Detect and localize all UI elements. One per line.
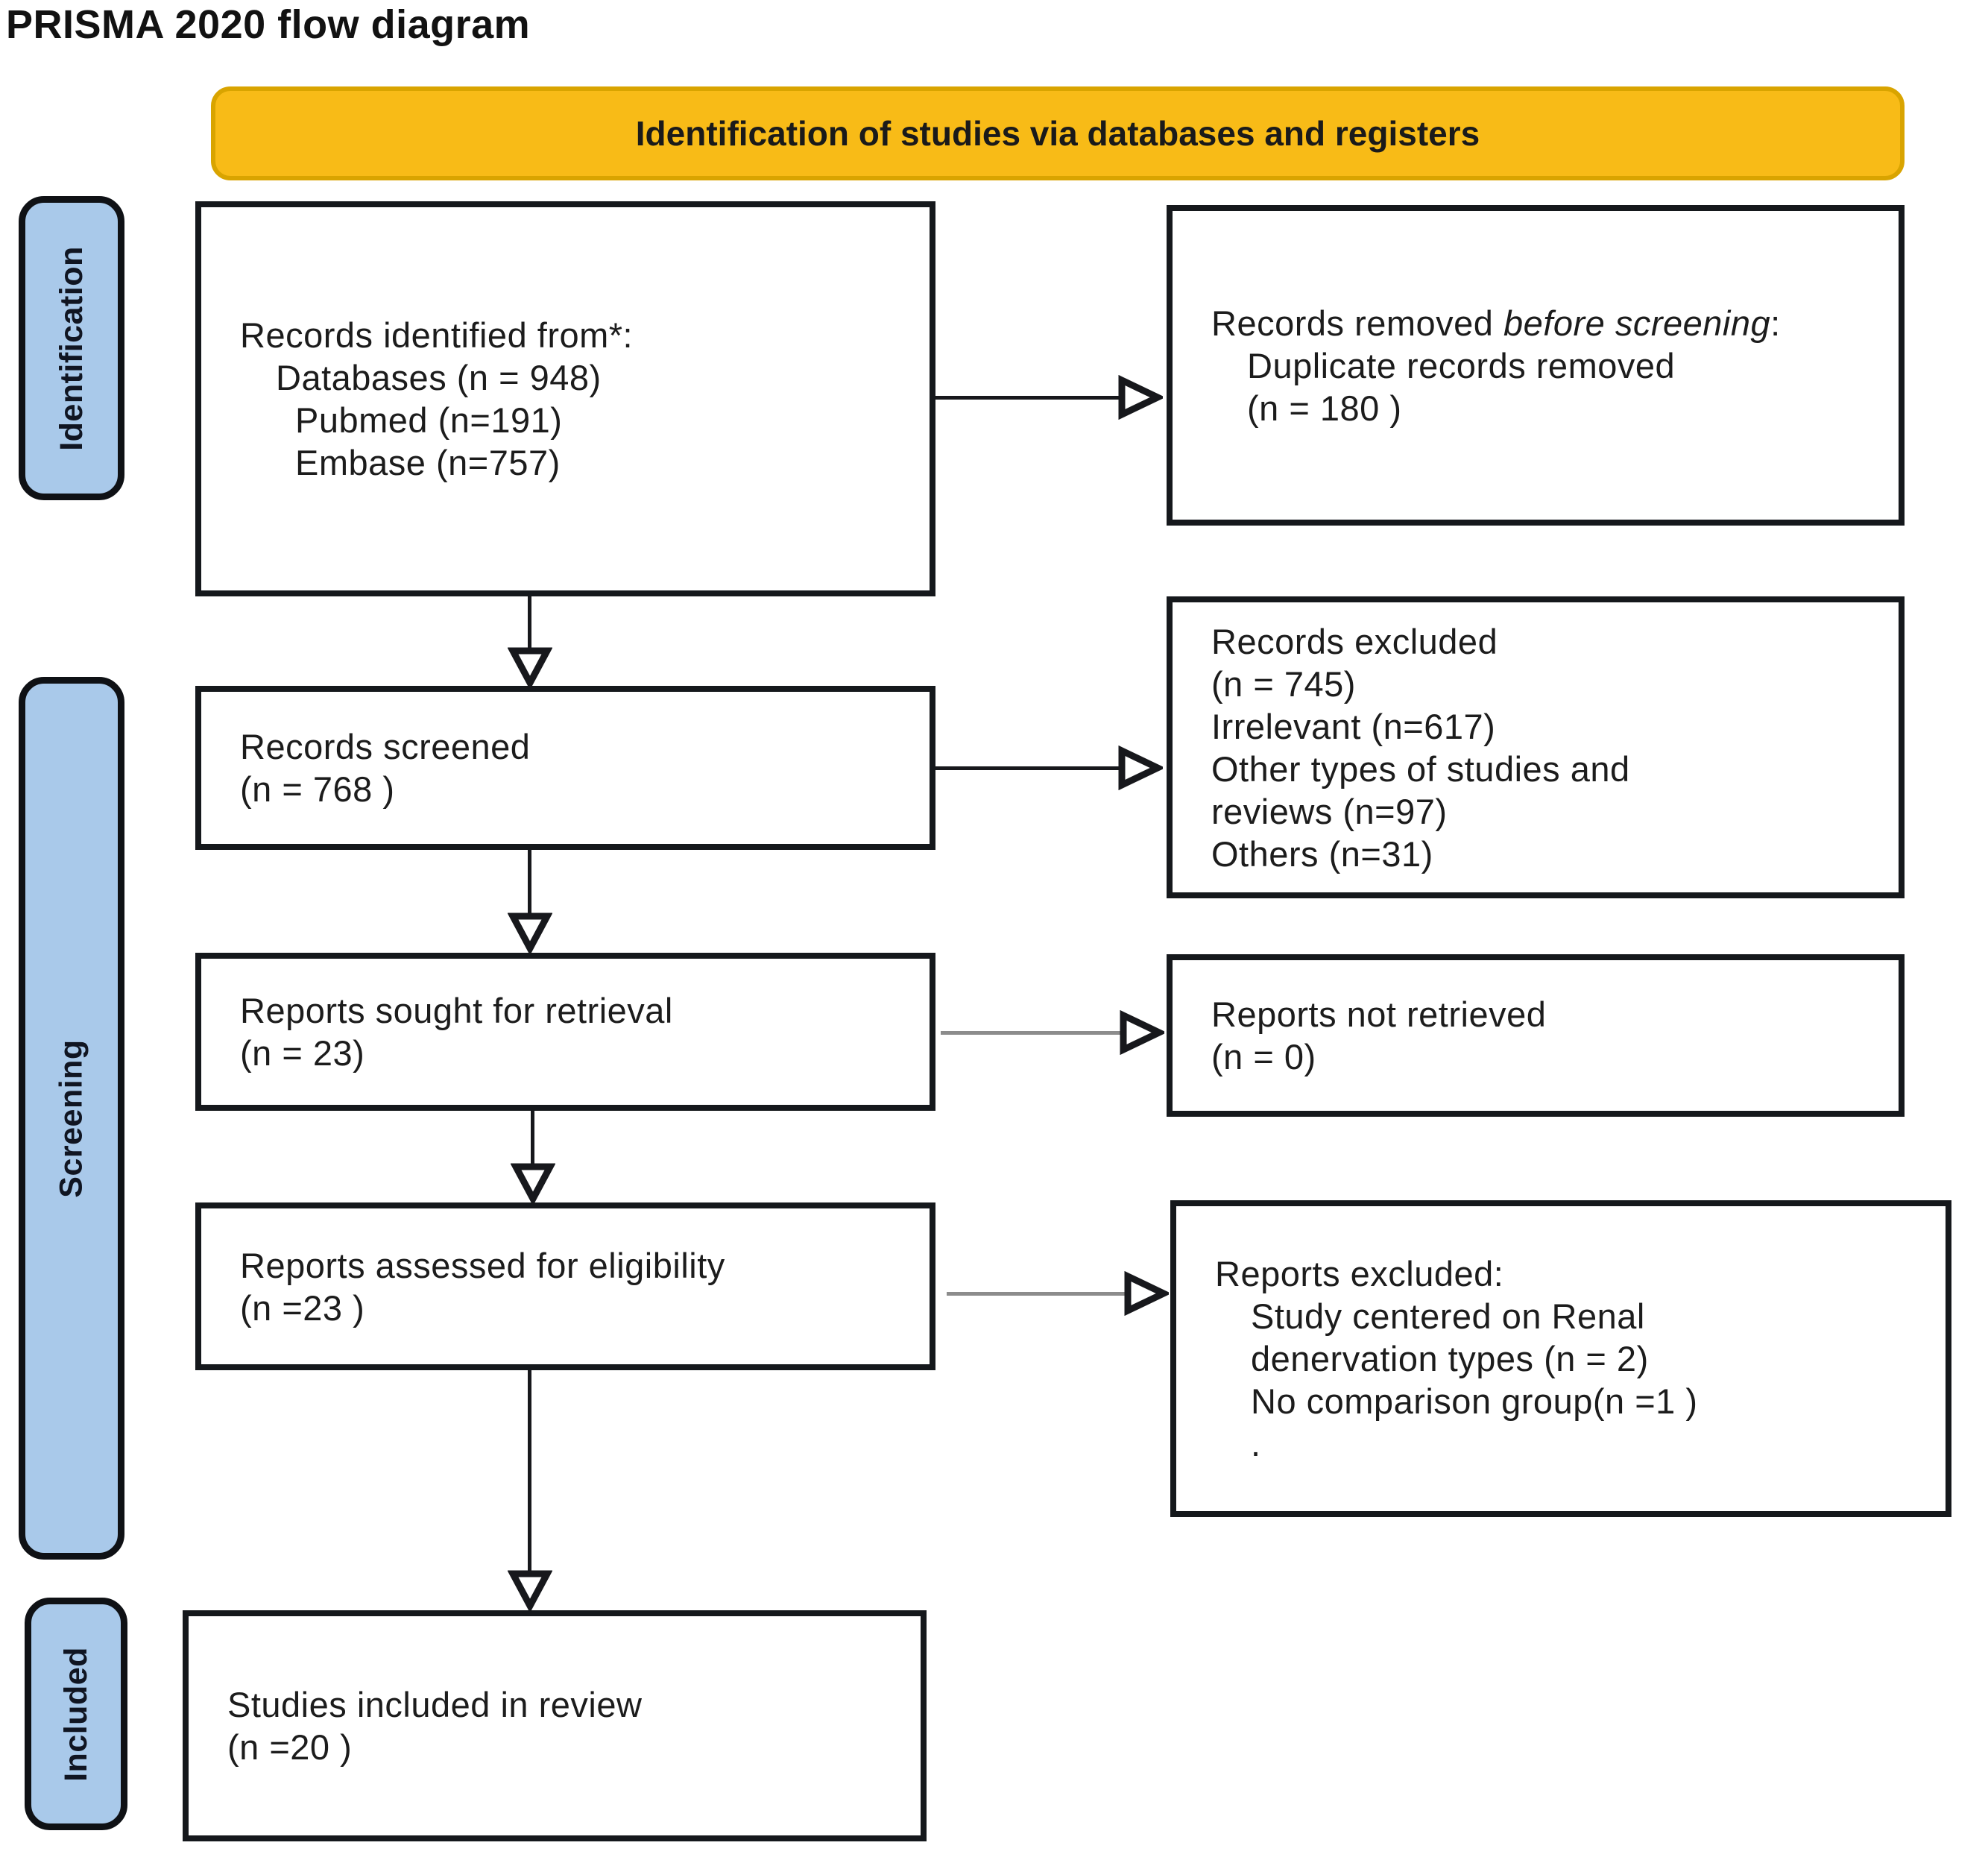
box-line: Records identified from*: — [240, 315, 634, 355]
box-line: Embase (n=757) — [295, 443, 561, 482]
box-line: Records screened — [240, 727, 531, 766]
box-line-italic-text: before screening — [1503, 303, 1771, 343]
box-reports-assessed: Reports assessed for eligibility (n =23 … — [195, 1202, 935, 1370]
arrow-right-head-icon — [1124, 1271, 1169, 1316]
arrow-down-head-icon — [508, 912, 552, 953]
arrow-identified-to-removed-line — [935, 396, 1122, 400]
arrow-right-head-icon — [1120, 1010, 1164, 1055]
box-line: Reports assessed for eligibility — [240, 1245, 725, 1285]
box-line: Records excluded — [1211, 621, 1498, 661]
arrow-sought-to-assessed-line — [531, 1111, 534, 1164]
page-title: PRISMA 2020 flow diagram — [6, 2, 531, 47]
box-studies-included: Studies included in review (n =20 ) — [183, 1610, 927, 1841]
box-reports-excluded: Reports excluded: Study centered on Rena… — [1170, 1200, 1951, 1517]
box-line: (n =20 ) — [227, 1727, 353, 1767]
banner-label: Identification of studies via databases … — [635, 114, 1480, 153]
box-line: Pubmed (n=191) — [295, 400, 563, 440]
box-line: (n = 23) — [240, 1033, 365, 1073]
box-line: (n = 0) — [1211, 1037, 1316, 1076]
arrow-down-head-icon — [508, 647, 552, 687]
box-line: (n = 768 ) — [240, 769, 395, 809]
box-line-text: : — [1770, 303, 1781, 343]
box-line: Reports sought for retrieval — [240, 991, 673, 1030]
box-line: reviews (n=97) — [1211, 791, 1448, 831]
arrow-identified-to-screened-line — [528, 596, 531, 650]
box-line: (n = 180 ) — [1247, 388, 1402, 428]
arrow-right-head-icon — [1118, 745, 1163, 790]
box-records-identified: Records identified from*: Databases (n =… — [195, 201, 935, 596]
sidebar-stage-label: Identification — [53, 245, 89, 451]
sidebar-stage-screening: Screening — [19, 677, 124, 1560]
box-line: Irrelevant (n=617) — [1211, 706, 1496, 746]
arrow-assessed-to-included-line — [528, 1370, 531, 1573]
box-records-screened: Records screened (n = 768 ) — [195, 686, 935, 850]
arrow-screened-to-excluded-line — [935, 766, 1122, 770]
box-line: No comparison group(n =1 ) — [1251, 1381, 1698, 1421]
box-line: Reports not retrieved — [1211, 994, 1547, 1034]
box-line: Databases (n = 948) — [276, 358, 602, 397]
box-line: Other types of studies and — [1211, 748, 1630, 789]
box-records-removed: Records removed before screening: Duplic… — [1167, 205, 1905, 526]
sidebar-stage-label: Included — [57, 1646, 94, 1782]
sidebar-stage-identification: Identification — [19, 196, 124, 500]
box-reports-sought: Reports sought for retrieval (n = 23) — [195, 953, 935, 1111]
box-line: (n =23 ) — [240, 1287, 365, 1328]
box-line: Study centered on Renal — [1251, 1296, 1645, 1336]
box-line: . — [1251, 1424, 1261, 1463]
arrow-right-head-icon — [1118, 375, 1163, 420]
arrow-down-head-icon — [508, 1570, 552, 1610]
box-line: (n = 745) — [1211, 663, 1356, 704]
box-line-text: Records removed — [1211, 303, 1503, 343]
arrow-assessed-to-excluded-line — [947, 1292, 1128, 1296]
arrow-screened-to-sought-line — [528, 850, 531, 914]
box-line: Duplicate records removed — [1247, 345, 1676, 385]
box-records-excluded: Records excluded (n = 745) Irrelevant (n… — [1167, 596, 1905, 898]
box-line: Records removed before screening: — [1211, 302, 1884, 344]
arrow-down-head-icon — [511, 1163, 555, 1203]
arrow-sought-to-not-retrieved-line — [941, 1031, 1123, 1035]
box-line: Reports excluded: — [1215, 1254, 1504, 1293]
box-line: denervation types (n = 2) — [1251, 1339, 1649, 1378]
box-line: Studies included in review — [227, 1685, 643, 1724]
sidebar-stage-included: Included — [25, 1598, 127, 1830]
box-reports-not-retrieved: Reports not retrieved (n = 0) — [1167, 954, 1905, 1117]
banner-identification-studies: Identification of studies via databases … — [211, 86, 1905, 180]
sidebar-stage-label: Screening — [53, 1038, 89, 1198]
box-line: Others (n=31) — [1211, 833, 1433, 874]
